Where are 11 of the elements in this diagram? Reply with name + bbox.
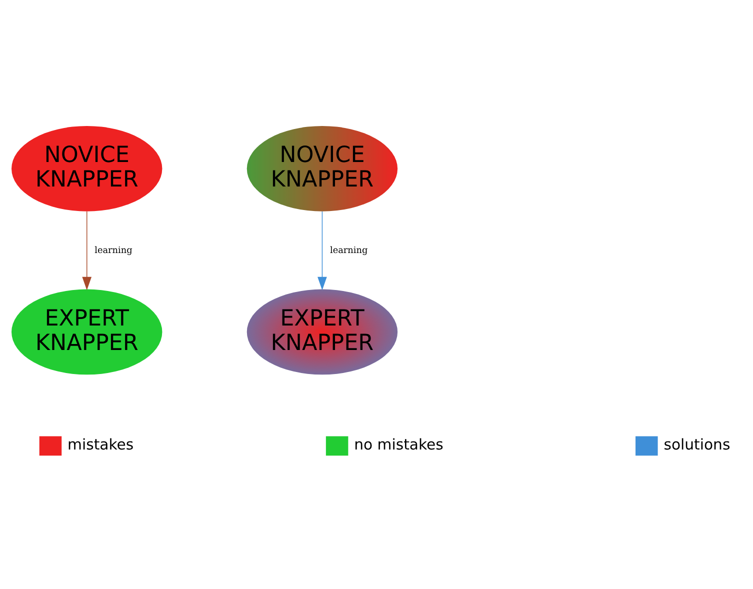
node-ellipse: NOVICE KNAPPER	[12, 126, 162, 212]
edge-label: learning	[94, 246, 132, 256]
node-ellipse: NOVICE KNAPPER	[246, 126, 398, 212]
legend-label: no mistakes	[354, 436, 444, 454]
legend-label: solutions	[664, 436, 730, 454]
arrow	[82, 211, 92, 290]
node-ellipse: EXPERT KNAPPER	[12, 289, 162, 375]
node-ellipse: EXPERT KNAPPER	[246, 289, 398, 375]
arrow	[318, 211, 327, 290]
edge-label: learning	[330, 246, 368, 256]
legend-label: mistakes	[68, 436, 134, 454]
